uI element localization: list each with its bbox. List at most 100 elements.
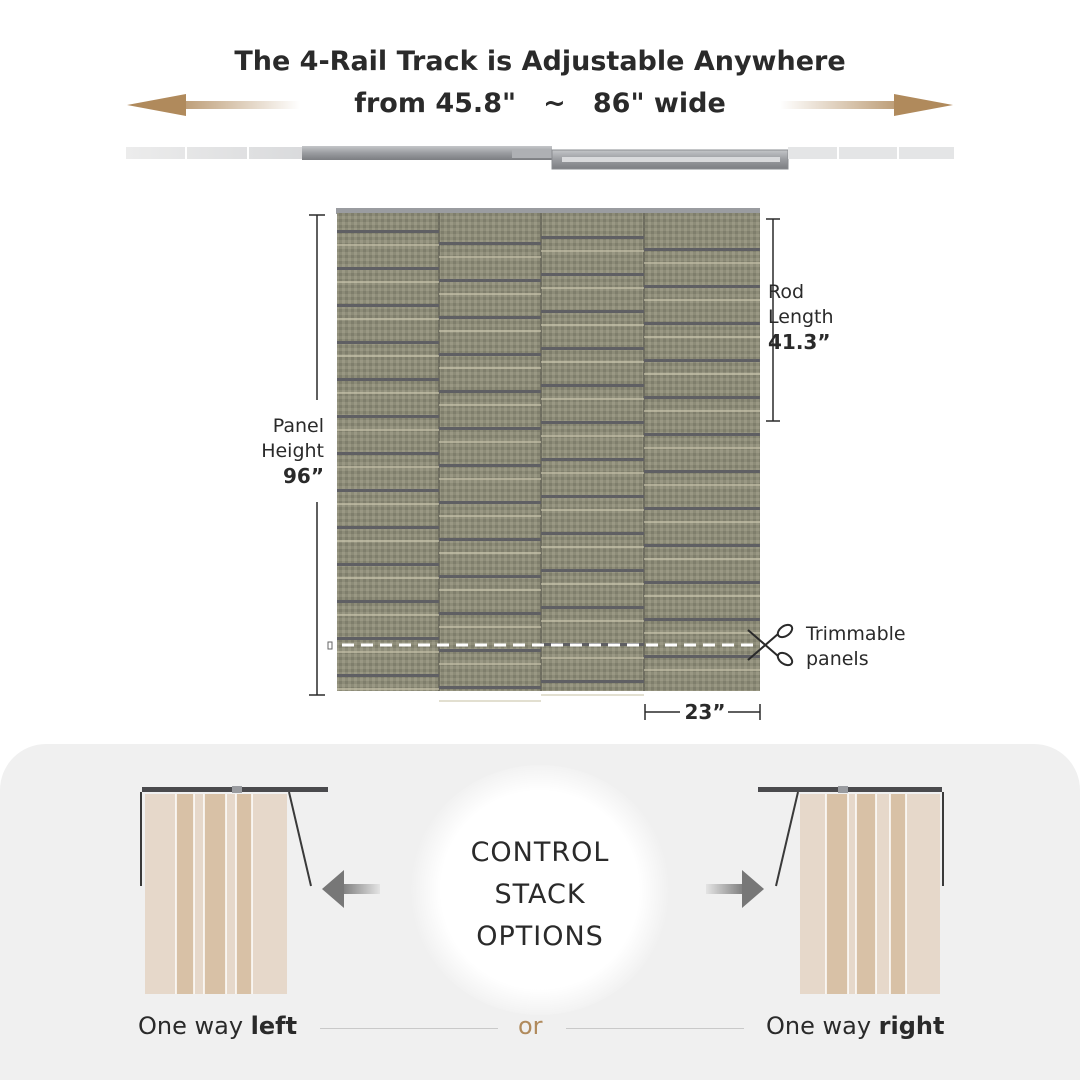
panel-stripe — [337, 563, 439, 566]
panel-stripe-light — [337, 503, 439, 505]
panel-stripe-light — [439, 478, 541, 480]
panel-stripe — [439, 538, 541, 541]
panel-stripe — [541, 384, 644, 387]
panel-stripe-light — [337, 651, 439, 653]
panel-stripe-light — [644, 595, 760, 597]
panel-stripe-light — [439, 589, 541, 591]
panel-stripe-light — [337, 466, 439, 468]
panel-stripe-light — [337, 355, 439, 357]
panel-stripe-light — [541, 250, 644, 252]
panel-stripe — [439, 353, 541, 356]
panel-stripe-light — [439, 663, 541, 665]
or-label: or — [518, 1012, 543, 1040]
rod-length-label: Rod Length 41.3” — [768, 281, 834, 354]
one-way-right-label: One way right — [766, 1012, 945, 1040]
panel-stripe — [644, 248, 760, 251]
trimmable-label: Trimmable panels — [806, 623, 906, 670]
panel-stripe — [644, 507, 760, 510]
panel-stripe-light — [644, 669, 760, 671]
panel-stripe — [439, 575, 541, 578]
panel-stripe-light — [439, 367, 541, 369]
panel-stripe — [337, 415, 439, 418]
panel-stripe — [541, 680, 644, 683]
panel-stripe-light — [439, 552, 541, 554]
panel-stripe-light — [439, 626, 541, 628]
panel-stripe — [337, 637, 439, 640]
panel-stripe-light — [337, 540, 439, 542]
panel-2 — [439, 213, 541, 691]
panel-stripe-light — [439, 404, 541, 406]
panel-height-label: Panel Height 96” — [261, 415, 324, 488]
panel-stripe — [644, 544, 760, 547]
panel-stripe-light — [337, 577, 439, 579]
panel-stripe — [439, 464, 541, 467]
panel-stripe — [439, 612, 541, 615]
panel-stripe — [541, 532, 644, 535]
range-min: from 45.8" — [354, 88, 517, 119]
panel-4 — [644, 213, 760, 691]
arrow-left-gray-icon — [322, 870, 380, 908]
right-stack-illustration — [758, 786, 944, 994]
panel-stripe — [644, 322, 760, 325]
panel-stripe-light — [337, 688, 439, 690]
panel-stripe — [644, 655, 760, 658]
panel-stripe-light — [541, 694, 644, 696]
panel-stripe — [439, 390, 541, 393]
panel-stripe — [644, 470, 760, 473]
panel-stripe — [541, 495, 644, 498]
range-separator: ~ — [543, 88, 566, 119]
arrow-right-icon — [780, 94, 953, 116]
panel-stripe — [644, 618, 760, 621]
rod-length-dimension — [766, 218, 780, 422]
panel-stripe-light — [439, 515, 541, 517]
panel-stripe — [541, 458, 644, 461]
panel-stripe — [439, 242, 541, 245]
panel-stripe — [337, 378, 439, 381]
panel-stripe-light — [337, 244, 439, 246]
panel-stripe — [439, 501, 541, 504]
panel-stripe — [644, 396, 760, 399]
arrow-left-icon — [127, 94, 300, 116]
panel-stripe-light — [541, 361, 644, 363]
track-panel-diagram — [126, 94, 954, 720]
scissors-icon — [747, 623, 794, 667]
panel-stripe — [439, 279, 541, 282]
panel-stripe — [337, 452, 439, 455]
panel-stripe-light — [337, 614, 439, 616]
panel-stripe — [439, 316, 541, 319]
panel-stripe-light — [439, 256, 541, 258]
panel-stripe-light — [541, 435, 644, 437]
panel-stripe-light — [541, 546, 644, 548]
divider-left — [320, 1028, 498, 1029]
panel-stripe — [337, 526, 439, 529]
panel-stripe-light — [541, 583, 644, 585]
panel-stripe — [644, 359, 760, 362]
arrow-right-gray-icon — [706, 870, 764, 908]
headline-range: from 45.8" ~ 86" wide — [0, 88, 1080, 119]
panel-stripe — [541, 310, 644, 313]
headline: The 4-Rail Track is Adjustable Anywhere — [234, 46, 846, 77]
panel-width-label: 23” — [684, 700, 726, 724]
panel-stripe — [541, 569, 644, 572]
panel-stripe — [541, 606, 644, 609]
panel-stripe-light — [644, 299, 760, 301]
panel-stripe-light — [644, 484, 760, 486]
panel-stripe-light — [644, 410, 760, 412]
one-way-left-label: One way left — [138, 1012, 298, 1040]
panel-stripe-light — [644, 373, 760, 375]
panel-stripe — [337, 600, 439, 603]
panel-stripe — [541, 273, 644, 276]
panel-stripe-light — [541, 324, 644, 326]
range-max: 86" wide — [592, 88, 726, 119]
panel-stripe — [337, 489, 439, 492]
panel-stripe-light — [644, 262, 760, 264]
panel-stripe-light — [439, 700, 541, 702]
panel-stripe-light — [644, 336, 760, 338]
panel-stripe-light — [541, 657, 644, 659]
left-stack-illustration — [140, 786, 328, 994]
panel-stripe — [439, 427, 541, 430]
rail-track — [126, 146, 954, 170]
panel-group — [336, 208, 760, 702]
panel-stripe — [439, 649, 541, 652]
panel-stripes — [337, 230, 760, 702]
